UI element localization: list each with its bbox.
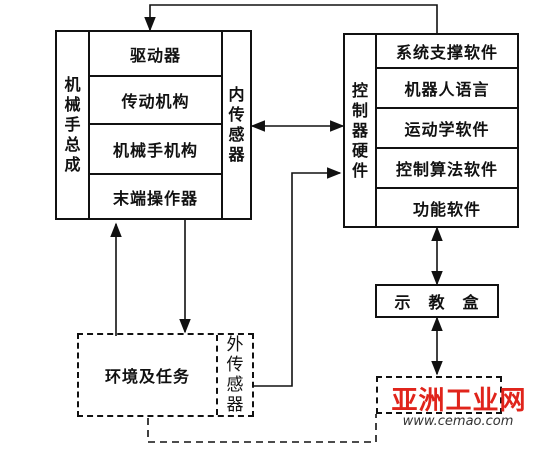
sensor-char: 传 <box>226 355 244 375</box>
title-char: 制 <box>351 100 368 120</box>
top-feedback-line <box>144 4 438 33</box>
manipulator-assembly-title: 机 械 手 总 成 <box>57 32 90 218</box>
driver-cell: 驱动器 <box>90 32 221 77</box>
environment-task-block: 环境及任务 外 传 感 器 <box>77 333 254 417</box>
sensor-char: 器 <box>228 145 245 164</box>
manipulator-mechanism-cell: 机械手机构 <box>90 125 221 175</box>
operator-dashed-box <box>376 376 502 414</box>
sensor-char: 内 <box>228 85 245 104</box>
sensor-char: 感 <box>228 125 245 144</box>
watermark-logo-text: 亚洲工业网 <box>391 386 527 416</box>
title-char: 器 <box>351 120 368 140</box>
transmission-cell: 传动机构 <box>90 77 221 125</box>
title-char: 控 <box>351 80 368 100</box>
title-char: 硬 <box>351 140 368 160</box>
environment-operator-dashed-link <box>147 414 377 443</box>
sensor-char: 外 <box>226 335 244 355</box>
controller-hardware-title: 控 制 器 硬 件 <box>345 35 377 226</box>
title-char: 件 <box>351 160 368 180</box>
controller-hardware-block: 控 制 器 硬 件 系统支撑软件 机器人语言 运动学软件 控制算法软件 功能软件 <box>343 33 519 228</box>
title-char: 械 <box>64 95 81 114</box>
environment-task-label: 环境及任务 <box>104 367 190 386</box>
teach-box: 示 教 盒 <box>375 284 499 318</box>
system-support-software-cell: 系统支撑软件 <box>377 35 517 69</box>
title-char: 成 <box>64 155 81 174</box>
sensor-char: 感 <box>226 375 244 395</box>
title-char: 总 <box>64 135 81 154</box>
watermark-url: www.cemao.com <box>402 414 514 429</box>
external-sensor-cell: 外 传 感 器 <box>216 335 252 415</box>
robot-language-cell: 机器人语言 <box>377 69 517 109</box>
control-algorithm-software-cell: 控制算法软件 <box>377 149 517 189</box>
site-watermark: 亚洲工业网 www.cemao.com <box>378 378 538 438</box>
title-char: 手 <box>64 115 81 134</box>
title-char: 机 <box>64 75 81 94</box>
internal-sensor-cell: 内 传 感 器 <box>221 32 250 218</box>
manipulator-assembly-block: 机 械 手 总 成 驱动器 传动机构 机械手机构 末端操作器 内 传 感 器 <box>55 30 252 220</box>
end-effector-cell: 末端操作器 <box>112 188 198 208</box>
kinematics-software-cell: 运动学软件 <box>377 109 517 149</box>
sensor-char: 器 <box>226 395 244 415</box>
function-software-cell: 功能软件 <box>412 199 481 219</box>
external-sensor-controller-link <box>254 167 342 387</box>
sensor-char: 传 <box>228 105 245 124</box>
